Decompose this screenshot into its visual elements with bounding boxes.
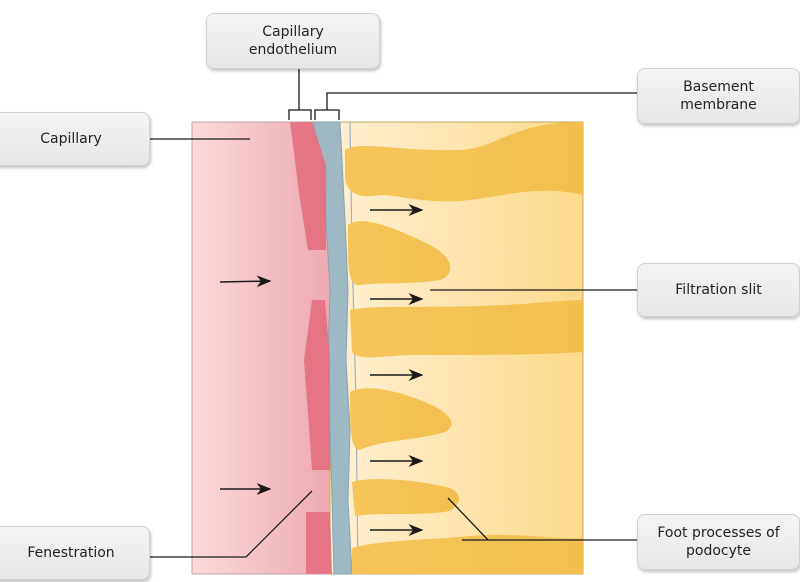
endothelial-cell bbox=[304, 300, 330, 470]
foot-process bbox=[350, 388, 452, 451]
label-fenestration: Fenestration bbox=[0, 526, 150, 580]
leader-basement-membrane bbox=[314, 92, 637, 120]
label-foot-processes: Foot processes of podocyte bbox=[637, 514, 800, 570]
leader-fenestration bbox=[150, 490, 313, 558]
endothelial-cell bbox=[306, 512, 332, 574]
foot-process bbox=[348, 221, 451, 286]
leader-capillary-endothelium bbox=[288, 68, 312, 120]
label-basement-membrane: Basement membrane bbox=[637, 68, 800, 124]
foot-process bbox=[345, 122, 583, 202]
endothelial-cell bbox=[290, 122, 326, 250]
label-capillary: Capillary bbox=[0, 112, 150, 166]
label-filtration-slit: Filtration slit bbox=[637, 263, 800, 317]
label-capillary-endothelium: Capillary endothelium bbox=[206, 13, 380, 69]
leader-foot-processes bbox=[447, 497, 637, 541]
foot-process bbox=[350, 300, 583, 358]
flow-arrow bbox=[219, 275, 272, 288]
foot-process bbox=[352, 479, 460, 516]
foot-process bbox=[352, 534, 583, 574]
